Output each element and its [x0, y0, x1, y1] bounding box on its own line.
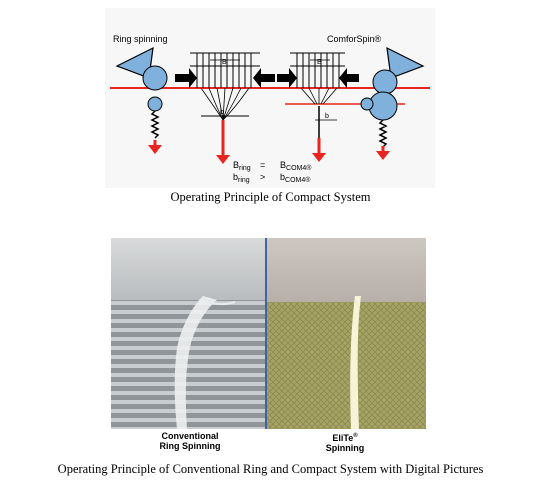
dim-upper-left: B: [222, 59, 227, 66]
svg-text:BCOM4®: BCOM4®: [280, 160, 312, 172]
caption-top: Operating Principle of Compact System: [170, 190, 371, 204]
conventional-ring-label: Conventional Ring Spinning: [159, 431, 221, 451]
comforspin-roller-right: [360, 46, 425, 160]
drafting-zone-left: [175, 52, 275, 164]
drafting-zone-right: [277, 52, 359, 162]
svg-text:bCOM4®: bCOM4®: [280, 172, 311, 184]
digital-pictures: [111, 238, 426, 429]
svg-text:>: >: [260, 172, 265, 182]
diagram-svg: Ring spinning ComforSpin® B B b b Bring …: [110, 34, 430, 184]
dim-lower-left: b: [220, 109, 224, 116]
svg-text:=: =: [260, 160, 265, 170]
caption-bottom: Operating Principle of Conventional Ring…: [57, 462, 484, 476]
dim-upper-right: B: [317, 59, 322, 66]
conventional-ring-photo: [111, 238, 265, 429]
ring-roller-left: [115, 46, 168, 154]
compact-system-diagram: Ring spinning ComforSpin® B B b b Bring …: [105, 8, 435, 188]
formula: Bring = BCOM4® bring > bCOM4®: [233, 160, 312, 184]
elite-spinning-label: EliTe® Spinning: [325, 433, 365, 453]
photo-divider: [265, 238, 267, 429]
comforspin-label: ComforSpin®: [327, 34, 382, 44]
svg-text:bring: bring: [233, 172, 250, 184]
dim-lower-right: b: [325, 113, 329, 120]
svg-text:Bring: Bring: [233, 160, 251, 172]
ring-spinning-label: Ring spinning: [113, 34, 168, 44]
elite-spinning-photo: [267, 238, 426, 429]
